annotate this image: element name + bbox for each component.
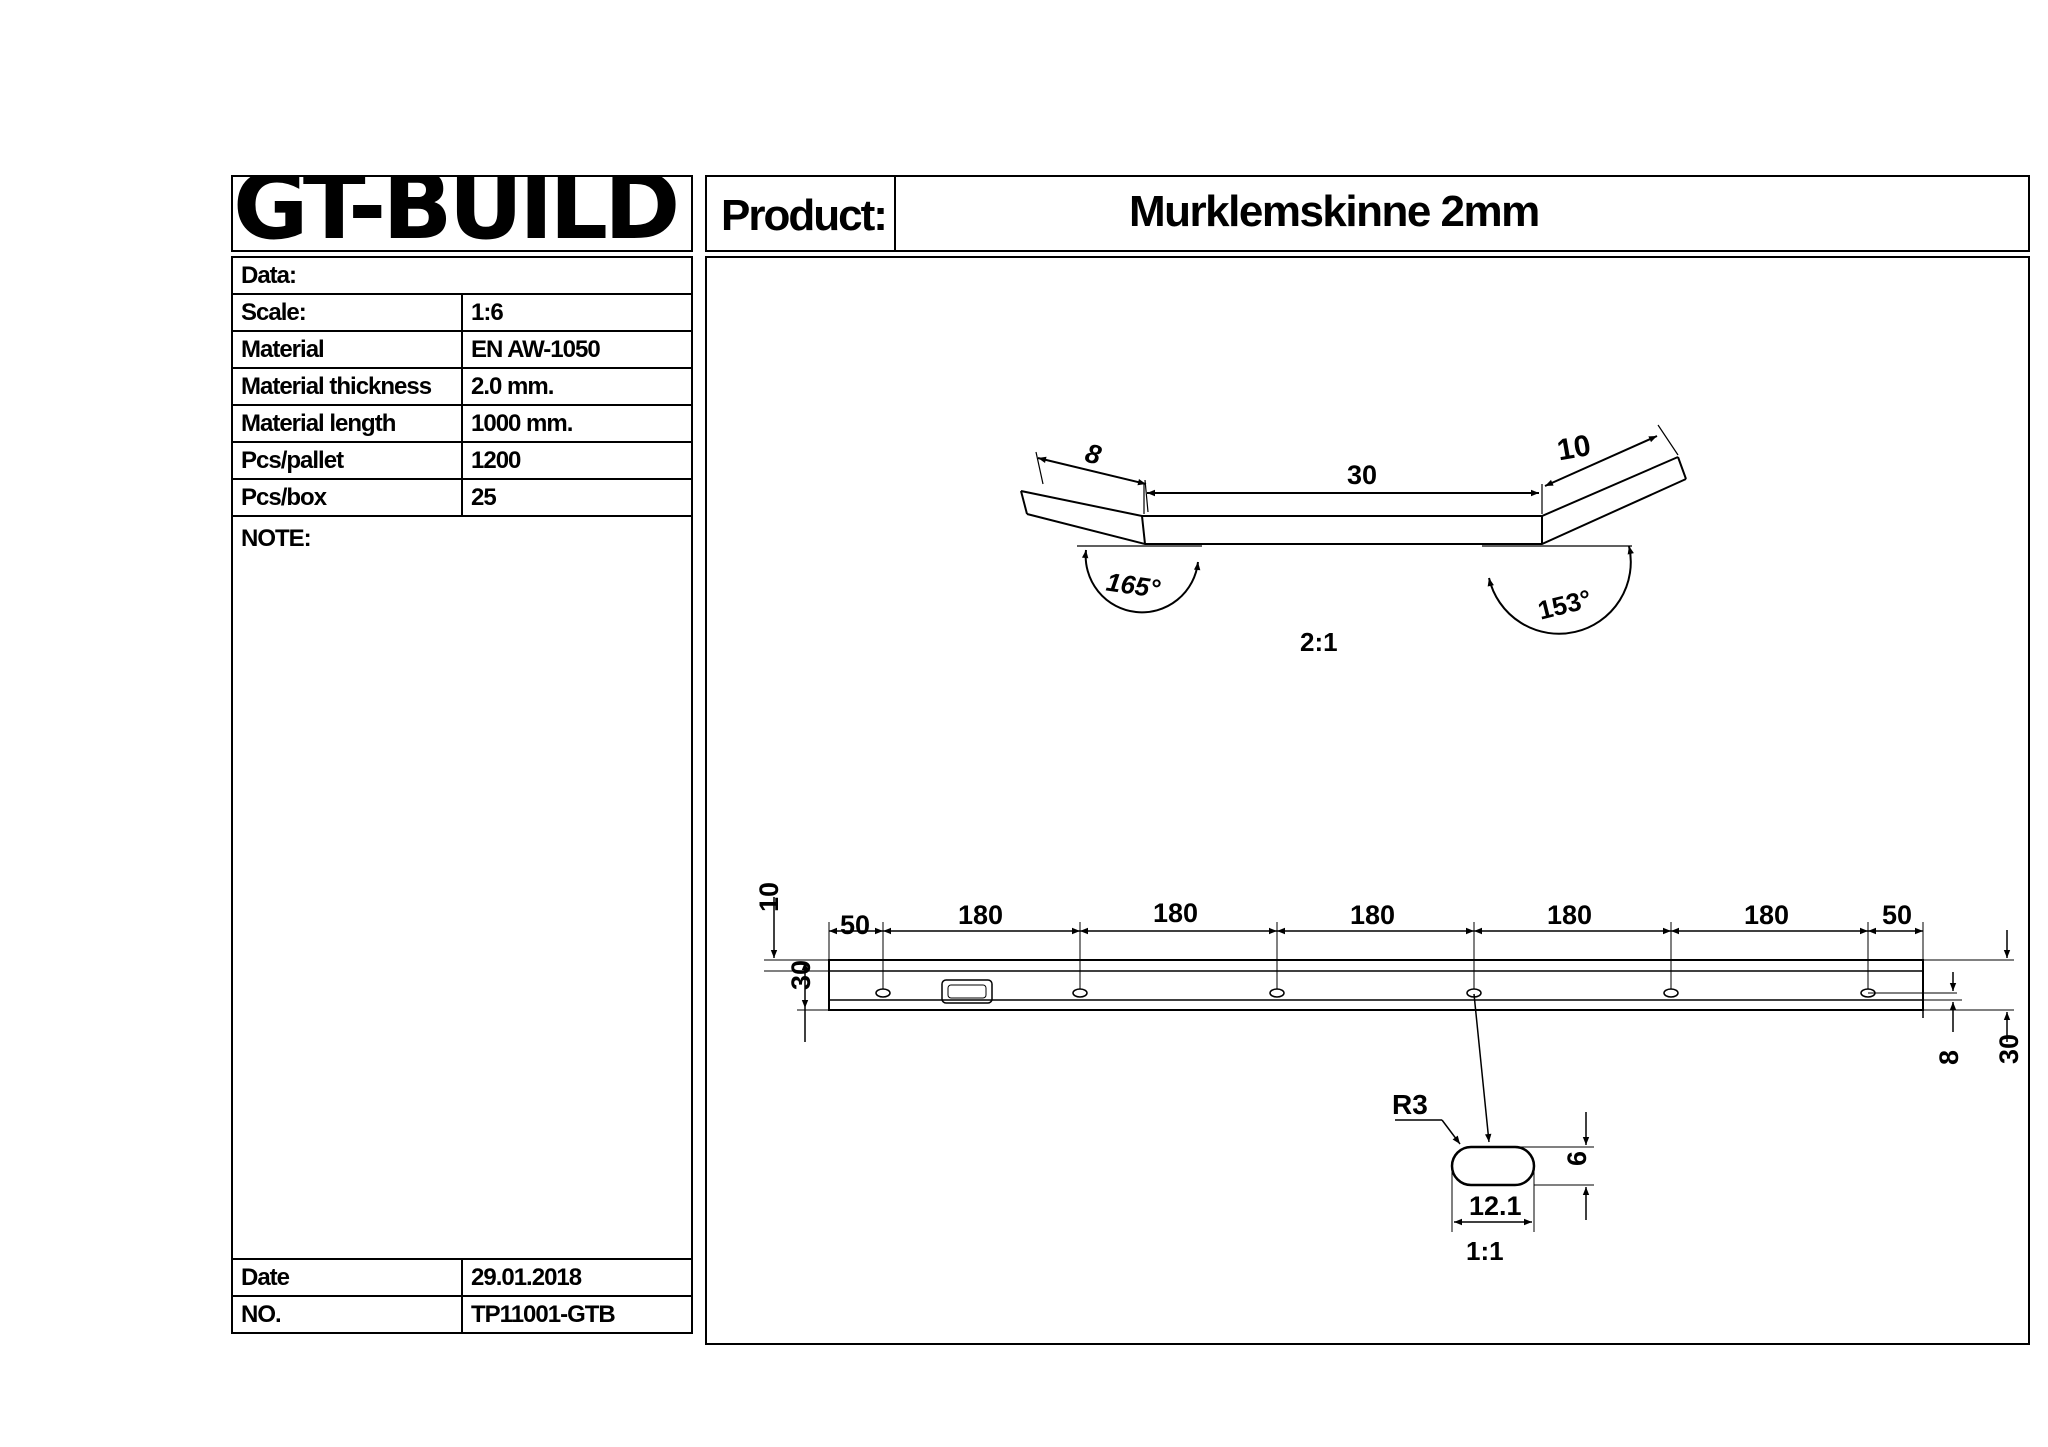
profile-angle-left: 165° (1104, 567, 1162, 604)
product-label: Product: (721, 191, 888, 240)
profile-angle-right: 153° (1535, 583, 1594, 625)
ext-line (1657, 424, 1679, 456)
slot-detail (1395, 1112, 1594, 1232)
info-row-note: NOTE: (231, 515, 693, 1260)
info-key: Material length (231, 404, 463, 443)
info-row-no: NO. TP11001-GTB (231, 1295, 693, 1334)
profile-section (1020, 424, 1687, 635)
profile-outline-bottom (1026, 478, 1687, 545)
slot-height-label: 6 (1562, 1151, 1592, 1166)
info-row: Pcs/box 25 (231, 478, 693, 517)
slot-radius-label: R3 (1392, 1089, 1428, 1120)
rail-stamp-mark (941, 979, 993, 1004)
date-label: Date (231, 1258, 463, 1297)
ext-line (1144, 479, 1149, 513)
profile-scale: 2:1 (1300, 627, 1338, 657)
rail-dim-top: 180 (958, 900, 1003, 930)
profile-dim-8: 8 (1082, 438, 1104, 471)
rail-slot-hole (1269, 988, 1285, 998)
rail-slot-hole (1663, 988, 1679, 998)
rail-dim-top: 50 (1882, 900, 1912, 930)
info-key: Pcs/pallet (231, 441, 463, 480)
rail-dim-top: 180 (1547, 900, 1592, 930)
rail-dim-top: 180 (1744, 900, 1789, 930)
leader-line (1473, 993, 1492, 1143)
info-table: Data: Scale: 1:6 Material EN AW-1050 Mat… (231, 256, 693, 1334)
note-label: NOTE: (231, 515, 693, 1260)
slot-radius-leader (1441, 1119, 1461, 1145)
info-key: Material (231, 330, 463, 369)
angle-arc-165 (1081, 549, 1201, 614)
profile-end-left (1020, 490, 1028, 515)
info-row: Material length 1000 mm. (231, 404, 693, 443)
rail-stamp-mark-inner (947, 984, 987, 999)
data-label: Data: (231, 256, 693, 295)
profile-outline-top (1020, 456, 1679, 517)
rail-outline (828, 959, 1924, 1011)
product-label-cell: Product: (705, 175, 896, 252)
info-value: 1:6 (461, 293, 693, 332)
rail-dim-top: 180 (1350, 900, 1395, 930)
info-key: Scale: (231, 293, 463, 332)
info-row: Scale: 1:6 (231, 293, 693, 332)
rail-dim-right-small: 8 (1934, 1050, 1964, 1065)
rail-dim-top: 180 (1153, 898, 1198, 928)
product-name: Murklemskinne 2mm (1129, 187, 1540, 236)
rail-dim-top: 50 (840, 910, 870, 940)
slot-width-label: 12.1 (1469, 1191, 1522, 1221)
info-value: 1200 (461, 441, 693, 480)
info-row: Material thickness 2.0 mm. (231, 367, 693, 406)
date-value: 29.01.2018 (461, 1258, 693, 1297)
slot-shape (1450, 1145, 1536, 1187)
info-value: EN AW-1050 (461, 330, 693, 369)
drawing-area: 8 30 10 165° 153° 2:1 (705, 256, 2030, 1345)
slot-scale-label: 1:1 (1466, 1236, 1504, 1266)
info-row-data: Data: (231, 256, 693, 295)
dim-line-10 (1544, 435, 1658, 487)
info-row: Pcs/pallet 1200 (231, 441, 693, 480)
rail-slot-hole (875, 988, 891, 998)
info-value: 1000 mm. (461, 404, 693, 443)
dim-line-8 (1037, 456, 1147, 486)
rail-dim-left-side: 30 (786, 960, 816, 990)
rail-view (764, 897, 2014, 1143)
profile-bend-left (1141, 515, 1146, 545)
rail-dim-left-top: 10 (754, 882, 784, 912)
ext-line (1035, 451, 1044, 485)
product-name-cell: Murklemskinne 2mm (894, 175, 2030, 252)
angle-arc-153 (1487, 545, 1634, 635)
profile-dim-10: 10 (1555, 429, 1594, 467)
profile-dim-30: 30 (1347, 460, 1377, 490)
rail-slot-hole (1072, 988, 1088, 998)
technical-drawing: 8 30 10 165° 153° 2:1 (754, 424, 2024, 1266)
info-key: Pcs/box (231, 478, 463, 517)
no-value: TP11001-GTB (461, 1295, 693, 1334)
info-value: 25 (461, 478, 693, 517)
info-row-date: Date 29.01.2018 (231, 1258, 693, 1297)
info-value: 2.0 mm. (461, 367, 693, 406)
info-row: Material EN AW-1050 (231, 330, 693, 369)
profile-end-right (1677, 456, 1687, 480)
no-label: NO. (231, 1295, 463, 1334)
rail-dim-right-big: 30 (1994, 1034, 2024, 1064)
company-logo: GT-BUILD (231, 175, 693, 252)
company-logo-text: GT-BUILD (233, 175, 680, 252)
title-block-info: Data: Scale: 1:6 Material EN AW-1050 Mat… (231, 256, 693, 1334)
info-key: Material thickness (231, 367, 463, 406)
